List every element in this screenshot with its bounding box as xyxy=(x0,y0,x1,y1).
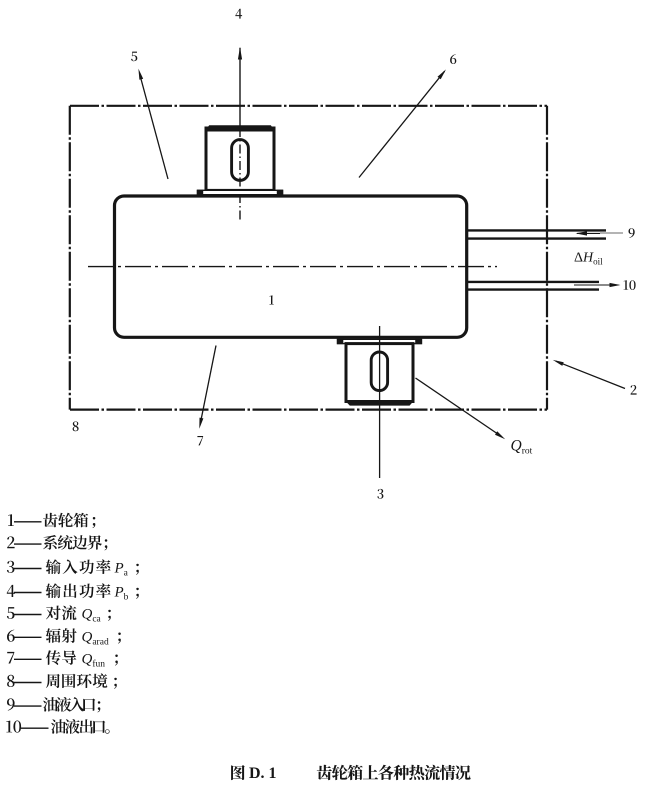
svg-text:D. 1: D. 1 xyxy=(249,765,277,782)
